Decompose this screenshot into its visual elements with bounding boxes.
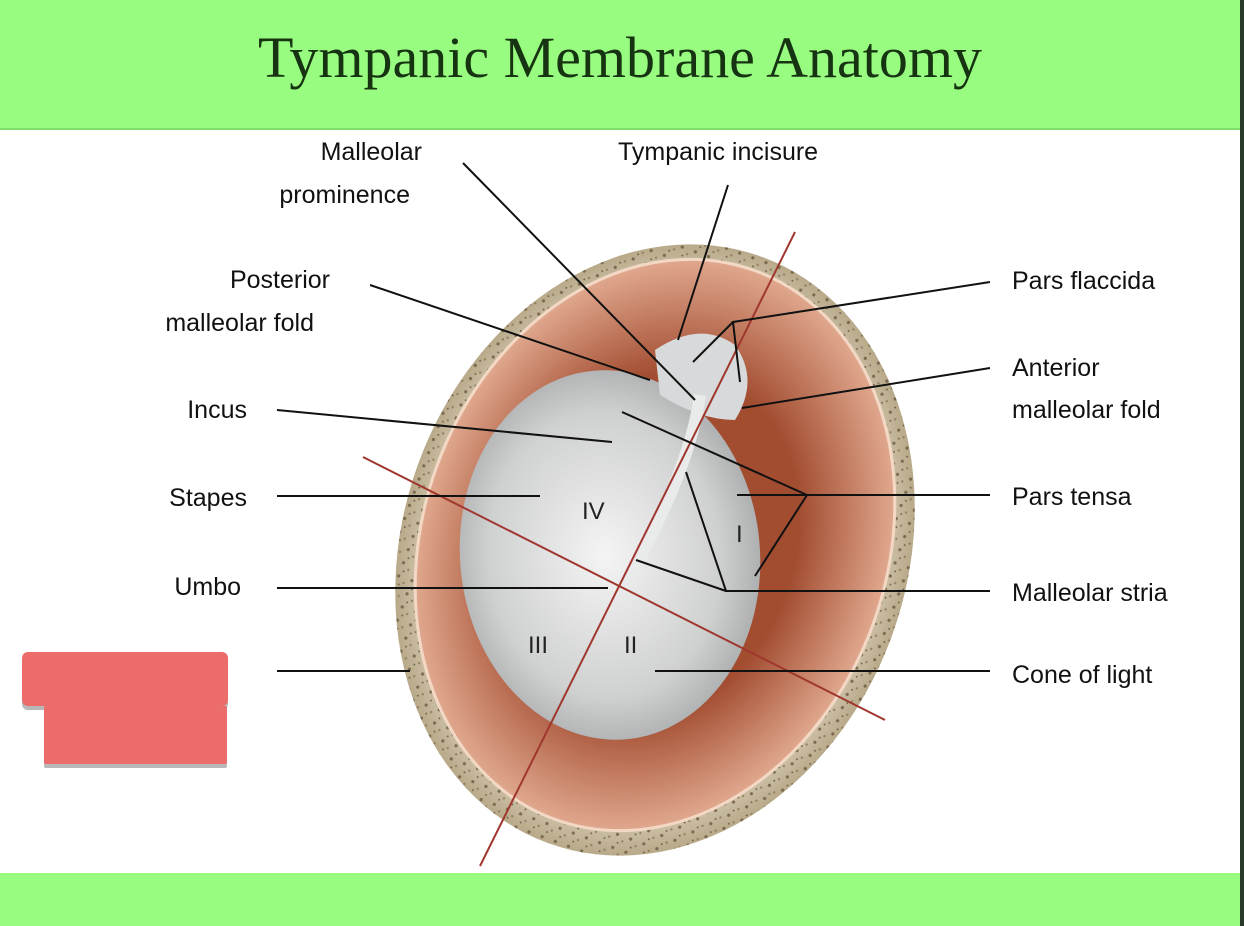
label-malleolar-prominence-line2: prominence	[279, 181, 410, 209]
label-cone-of-light: Cone of light	[1012, 661, 1153, 689]
quadrant-ii-label: II	[624, 632, 638, 659]
label-pars-tensa: Pars tensa	[1012, 483, 1132, 511]
leader-malleolar-stria-2	[635, 559, 727, 592]
quadrant-lines	[362, 231, 886, 867]
quadrant-i-label: I	[736, 521, 743, 548]
covered-label-card-stack[interactable]	[44, 706, 227, 764]
label-umbo: Umbo	[174, 573, 241, 601]
leader-lines	[276, 162, 991, 672]
title-banner: Tympanic Membrane Anatomy	[0, 0, 1240, 130]
perpendicular-line	[362, 456, 886, 721]
quadrant-iii-label: III	[528, 632, 549, 659]
page-title: Tympanic Membrane Anatomy	[258, 25, 982, 90]
covered-label-card[interactable]	[22, 652, 228, 706]
label-tympanic-incisure: Tympanic incisure	[618, 138, 819, 166]
quadrant-iv-label: IV	[582, 498, 605, 525]
malleus-handle	[619, 394, 706, 588]
label-incus: Incus	[187, 396, 247, 424]
label-stapes: Stapes	[169, 484, 247, 512]
leader-pars-flaccida-2	[732, 321, 741, 383]
label-malleolar-stria: Malleolar stria	[1012, 579, 1168, 607]
label-anterior-malleolar-fold-line1: Anterior	[1012, 354, 1100, 382]
label-posterior-malleolar-fold-line2: malleolar fold	[165, 309, 314, 337]
leader-malleolar-prominence	[462, 162, 696, 401]
pars-flaccida-region	[655, 333, 748, 420]
label-pars-flaccida: Pars flaccida	[1012, 267, 1156, 295]
leader-posterior-malleolar-fold	[369, 284, 651, 381]
leader-incus	[276, 409, 613, 443]
right-edge-border	[1240, 0, 1244, 926]
long-axis-line	[479, 231, 796, 867]
label-anterior-malleolar-fold-line2: malleolar fold	[1012, 396, 1161, 424]
leader-tympanic-incisure	[677, 184, 729, 341]
label-posterior-malleolar-fold-line1: Posterior	[229, 266, 330, 294]
leader-anterior-malleolar-fold	[741, 367, 991, 409]
leader-pars-tensa-3	[754, 494, 808, 577]
footer-bar	[0, 873, 1240, 926]
label-malleolar-prominence-line1: Malleolar	[320, 138, 422, 166]
